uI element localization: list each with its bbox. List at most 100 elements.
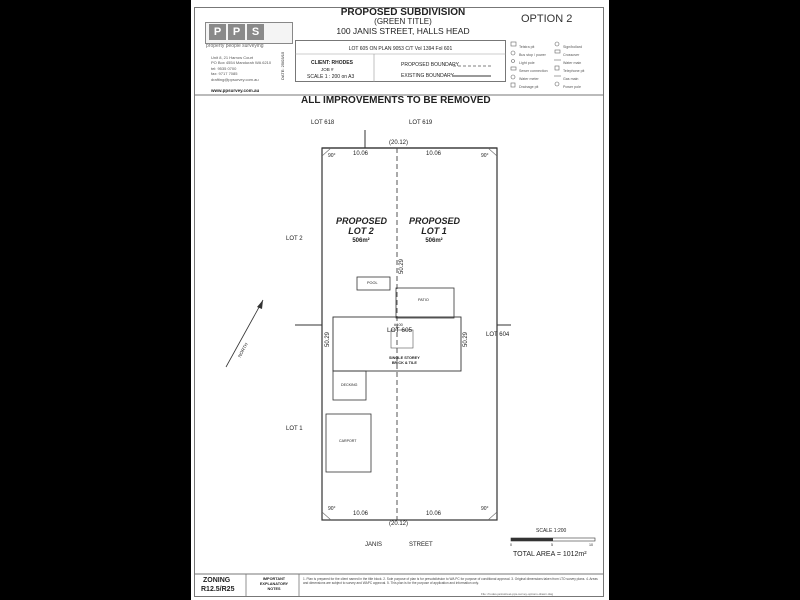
plan-title: PROPOSED SUBDIVISION bbox=[340, 7, 466, 18]
neighbour-lot-1: LOT 1 bbox=[286, 426, 303, 432]
zoning-value: R12.5/R25 bbox=[201, 586, 235, 593]
left-dimension: 50.29 bbox=[325, 331, 331, 347]
company-logo: P P S bbox=[205, 22, 293, 44]
bottom-total-dimension: (20.12) bbox=[389, 521, 409, 527]
scale-tick: 10 bbox=[589, 543, 593, 547]
corner-angle: 90° bbox=[328, 506, 336, 512]
top-left-dimension: 10.06 bbox=[353, 151, 369, 157]
contact-line: drafting@ppsurvey.com.au bbox=[211, 76, 259, 82]
scale-bar-fill bbox=[511, 538, 553, 541]
house-desc-line: SINGLE STOREY bbox=[389, 356, 420, 360]
top-right-dimension: 10.06 bbox=[426, 151, 442, 157]
legend-symbols bbox=[510, 41, 561, 88]
sheet-frame bbox=[194, 7, 604, 597]
house-description: SINGLE STOREY BRICK & TILE bbox=[389, 356, 420, 366]
logo-letter: P bbox=[209, 24, 226, 40]
file-reference: File: rhodes-janisstreet-pps-survey-opti… bbox=[481, 592, 554, 596]
legend-left: Telstra pit Bus stop / power Light pole … bbox=[519, 43, 548, 91]
north-arrow bbox=[225, 299, 264, 368]
existing-boundary-label: EXISTING BOUNDARY bbox=[401, 73, 454, 79]
lot-2-line1: PROPOSED bbox=[336, 216, 388, 226]
lot-1-line2: LOT 1 bbox=[421, 226, 447, 236]
logo-tagline: property people surveying bbox=[206, 43, 264, 49]
neighbour-lot-618: LOT 618 bbox=[311, 120, 335, 126]
lot-2-area: 506m² bbox=[352, 238, 370, 244]
legend-item: Telephone pit bbox=[563, 69, 585, 73]
zoning-label: ZONING bbox=[203, 577, 231, 584]
legend-item: Water meter bbox=[519, 77, 539, 81]
contact-line: fax: 9717 7085 bbox=[211, 71, 238, 77]
improvements-notice: ALL IMPROVEMENTS TO BE REMOVED bbox=[301, 95, 491, 106]
street-name-2: STREET bbox=[409, 542, 433, 548]
proposed-boundary-label: PROPOSED BOUNDARY bbox=[401, 62, 459, 68]
scale-label: SCALE 1:200 bbox=[536, 528, 567, 534]
legend-item: Telstra pit bbox=[519, 45, 535, 49]
lot-605-label: LOT 605 bbox=[387, 327, 413, 334]
pool-label: POOL bbox=[367, 281, 378, 285]
contact-line: Unit 8, 21 Harrow Court bbox=[211, 55, 254, 60]
scale-text: SCALE 1 : 200 on A3 bbox=[307, 74, 355, 80]
plan-subtitle: (GREEN TITLE) bbox=[374, 17, 432, 26]
scale-tick: 0 bbox=[510, 543, 512, 547]
legend-item: Crossover bbox=[563, 53, 580, 57]
lot-boundary bbox=[321, 147, 498, 521]
decking-label: DECKING bbox=[341, 383, 358, 387]
house-outline bbox=[332, 316, 462, 372]
middle-dimension: 50.29 bbox=[399, 258, 405, 274]
corner-angle: 90° bbox=[481, 506, 489, 512]
scale-tick: 5 bbox=[551, 543, 553, 547]
survey-sheet: P P S property people surveying Unit 8, … bbox=[191, 0, 609, 600]
contact-line: tel: 9535 0700 bbox=[211, 65, 237, 71]
bottom-left-dimension: 10.06 bbox=[353, 511, 369, 517]
lot-info-box bbox=[295, 40, 506, 82]
right-dimension: 50.29 bbox=[463, 331, 469, 347]
plan-drawing bbox=[195, 41, 604, 597]
contact-block: Unit 8, 21 Harrow Court PO Box 4554 Mand… bbox=[211, 55, 271, 82]
legend-item: Power pole bbox=[563, 85, 581, 89]
house-core-outline bbox=[390, 329, 414, 349]
notes-label: IMPORTANT EXPLANATORY NOTES bbox=[259, 577, 289, 591]
legend-item: Bus stop / power bbox=[519, 53, 546, 57]
legend-item: Sewer connection bbox=[519, 69, 548, 73]
corner-angle: 90° bbox=[481, 153, 489, 159]
house-number: #100 bbox=[394, 322, 403, 327]
total-area: TOTAL AREA = 1012m² bbox=[513, 551, 587, 558]
decking-outline bbox=[332, 370, 367, 401]
legend-item: Water main bbox=[563, 61, 582, 65]
option-label: OPTION 2 bbox=[521, 13, 573, 25]
explanatory-notes: 1. Plan is prepared for the client named… bbox=[303, 577, 598, 585]
proposed-lot-1: PROPOSED LOT 1 506m² bbox=[409, 216, 461, 246]
north-arrowhead bbox=[257, 300, 263, 309]
lot-1-line1: PROPOSED bbox=[409, 216, 461, 226]
house-desc-line: BRICK & TILE bbox=[391, 361, 417, 365]
legend-item: Light pole bbox=[519, 61, 535, 65]
client-name: CLIENT: RHODES bbox=[311, 60, 353, 66]
bottom-right-dimension: 10.06 bbox=[426, 511, 442, 517]
pool-outline bbox=[356, 276, 391, 291]
lot-2-line2: LOT 2 bbox=[348, 226, 374, 236]
street-name-1: JANIS bbox=[365, 542, 383, 548]
job-number: JOB # bbox=[321, 67, 334, 72]
legend-item: Sign/bollard bbox=[563, 45, 582, 49]
neighbour-lot-619: LOT 619 bbox=[409, 120, 433, 126]
corner-angle: 90° bbox=[328, 153, 336, 159]
logo-letter: S bbox=[247, 24, 264, 40]
lot-1-area: 506m² bbox=[425, 238, 443, 244]
logo-letter: P bbox=[228, 24, 245, 40]
proposed-lot-2: PROPOSED LOT 2 506m² bbox=[336, 216, 388, 246]
top-total-dimension: (20.12) bbox=[389, 140, 409, 146]
carport-outline bbox=[325, 413, 372, 473]
contact-line: PO Box 4554 Mandurah WA 6210 bbox=[211, 60, 272, 66]
dimension-ticks bbox=[321, 147, 498, 521]
legend-right: Sign/bollard Crossover Water main Teleph… bbox=[563, 43, 584, 91]
patio-outline bbox=[395, 287, 455, 319]
patio-label: PATIO bbox=[418, 298, 429, 302]
neighbour-lot-604: LOT 604 bbox=[486, 332, 510, 338]
legend-item: Drainage pit bbox=[519, 85, 539, 89]
neighbour-lot-2: LOT 2 bbox=[286, 236, 303, 242]
legend-item: Gas main bbox=[563, 77, 579, 81]
company-website: www.ppsurvey.com.au bbox=[211, 88, 260, 93]
plan-address: 100 JANIS STREET, HALLS HEAD bbox=[336, 26, 470, 36]
carport-label: CARPORT bbox=[339, 439, 357, 443]
lot-plan-text: LOT 605 ON PLAN 9053 C/T Vol 1394 Fol 60… bbox=[348, 46, 453, 52]
